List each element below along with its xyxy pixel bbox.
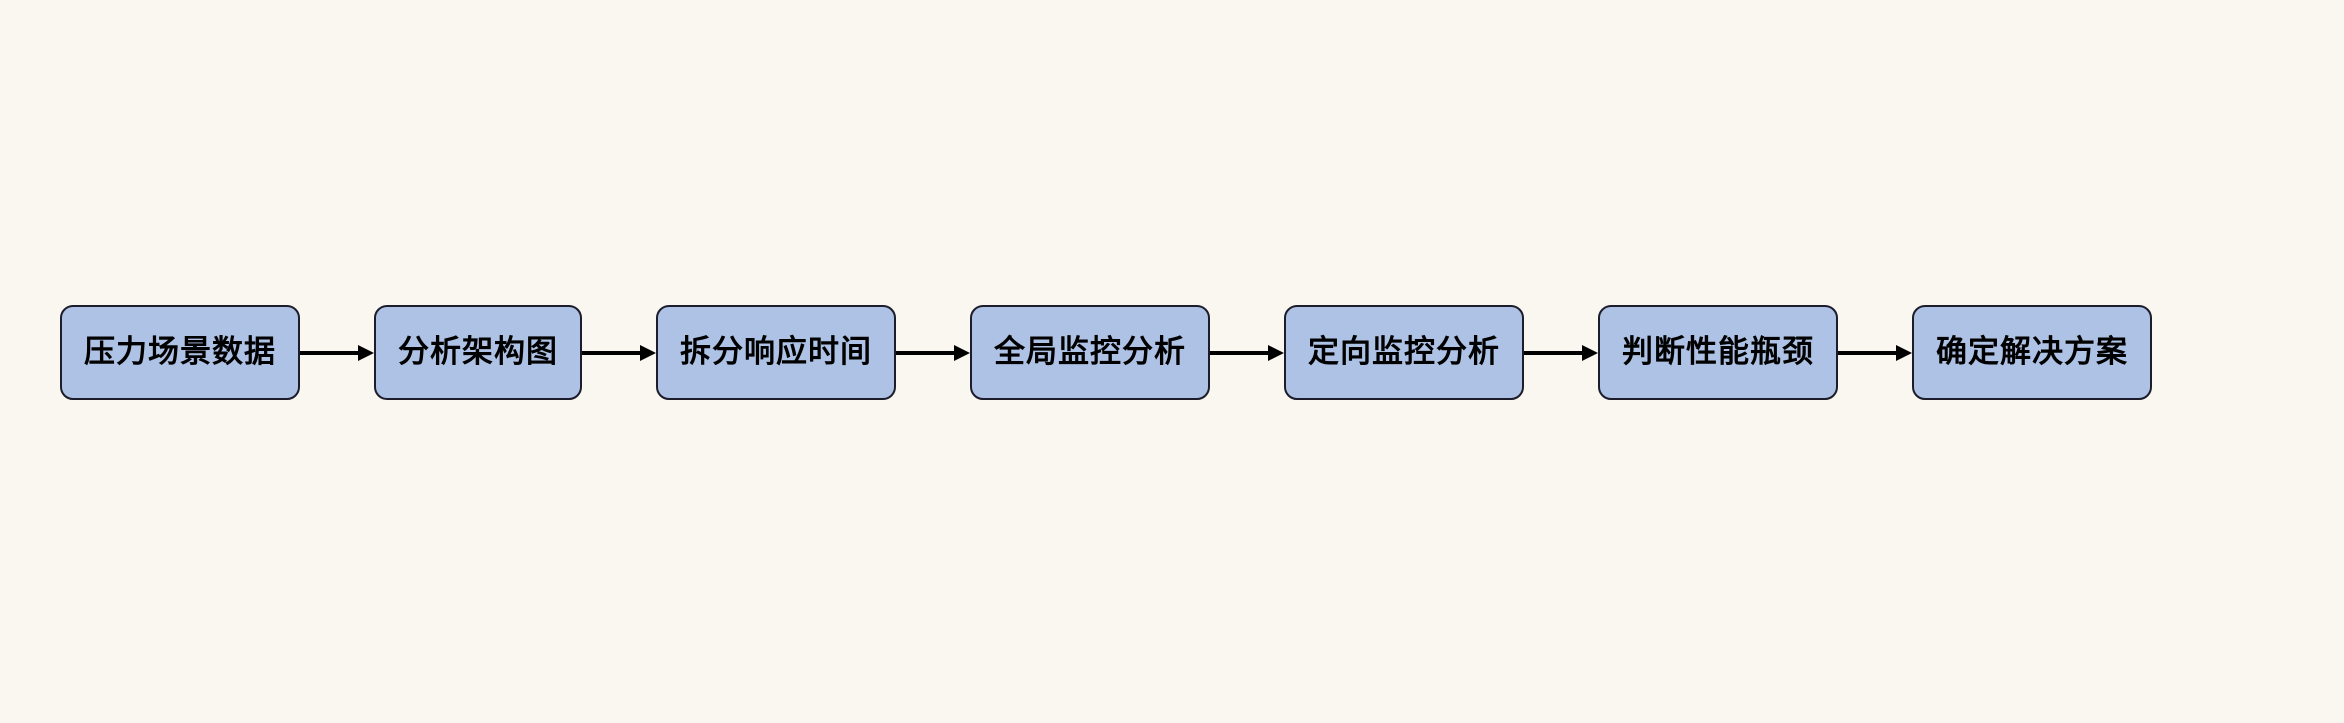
flow-arrow-2: [582, 305, 656, 400]
flow-node-6[interactable]: 判断性能瓶颈: [1598, 305, 1838, 400]
flow-node-5-label: 定向监控分析: [1308, 334, 1500, 370]
flow-node-2[interactable]: 分析架构图: [374, 305, 582, 400]
flow-node-1-label: 压力场景数据: [84, 334, 276, 370]
flow-node-2-label: 分析架构图: [398, 334, 558, 370]
flow-arrow-4: [1210, 305, 1284, 400]
flow-node-1[interactable]: 压力场景数据: [60, 305, 300, 400]
flow-arrow-3: [896, 305, 970, 400]
flow-node-7[interactable]: 确定解决方案: [1912, 305, 2152, 400]
flow-arrow-6: [1838, 305, 1912, 400]
flow-arrow-1: [300, 305, 374, 400]
flow-node-5[interactable]: 定向监控分析: [1284, 305, 1524, 400]
flow-node-4-label: 全局监控分析: [994, 334, 1186, 370]
flow-node-3-label: 拆分响应时间: [680, 334, 872, 370]
flow-arrow-5: [1524, 305, 1598, 400]
flow-node-6-label: 判断性能瓶颈: [1622, 334, 1814, 370]
flowchart-node-row: 压力场景数据 分析架构图 拆分响应时间: [60, 305, 2152, 400]
flow-node-7-label: 确定解决方案: [1936, 334, 2128, 370]
flow-node-4[interactable]: 全局监控分析: [970, 305, 1210, 400]
flow-node-3[interactable]: 拆分响应时间: [656, 305, 896, 400]
